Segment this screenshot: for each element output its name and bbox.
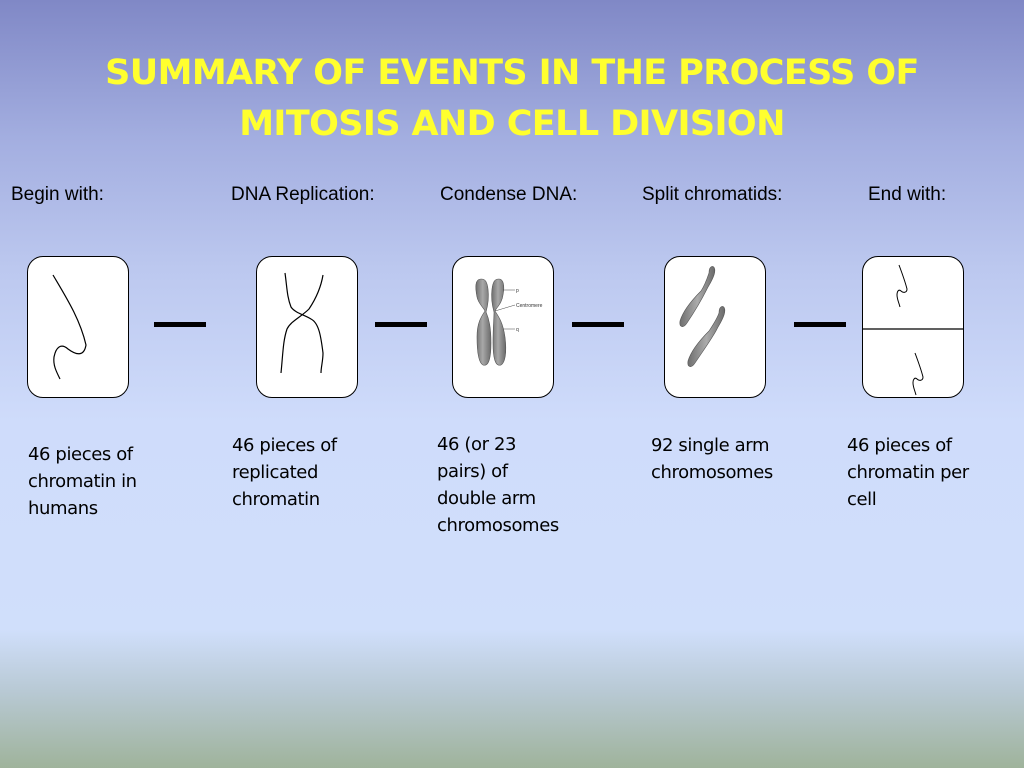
description-line: 46 pieces of	[232, 435, 337, 456]
description-line: 92 single arm	[651, 435, 770, 456]
description-split-chromatids: 92 single arm chromosomes	[651, 432, 773, 486]
arrow-dash-4	[794, 322, 846, 327]
description-line: double arm	[437, 488, 536, 509]
description-line: humans	[28, 498, 98, 519]
slide-title: SUMMARY OF EVENTS IN THE PROCESS OF MITO…	[60, 48, 964, 150]
description-line: chromosomes	[437, 515, 559, 536]
description-line: chromatin in	[28, 471, 137, 492]
cell-card-split-chromatids	[664, 256, 766, 398]
chromatin-strand-drawing	[52, 274, 87, 380]
step-label-condense-dna: Condense DNA:	[440, 184, 578, 205]
description-end: 46 pieces of chromatin per cell	[847, 432, 969, 513]
title-line-2: MITOSIS AND CELL DIVISION	[239, 104, 785, 144]
arrow-dash-3	[572, 322, 624, 327]
replicated-chromatin-drawing	[280, 272, 324, 374]
description-dna-replication: 46 pieces of replicated chromatin	[232, 432, 337, 513]
cell-card-condense-dna: p Centromere q	[452, 256, 554, 398]
description-line: chromatin per	[847, 462, 969, 483]
step-label-begin: Begin with:	[11, 184, 104, 205]
description-line: chromosomes	[651, 462, 773, 483]
description-line: 46 pieces of	[847, 435, 952, 456]
chromosome-label-q: q	[516, 327, 519, 333]
step-label-end: End with:	[868, 184, 947, 205]
description-condense-dna: 46 (or 23 pairs) of double arm chromosom…	[437, 431, 559, 539]
arrow-dash-2	[375, 322, 427, 327]
description-begin: 46 pieces of chromatin in humans	[28, 441, 137, 522]
description-line: pairs) of	[437, 461, 508, 482]
double-arm-chromosome-drawing: p Centromere q	[475, 278, 543, 366]
divided-cell-drawing	[863, 264, 963, 396]
arrow-dash-1	[154, 322, 206, 327]
cell-card-end	[862, 256, 964, 398]
description-line: replicated	[232, 462, 318, 483]
cell-card-dna-replication	[256, 256, 358, 398]
split-chromatids-drawing	[679, 266, 726, 367]
description-line: 46 pieces of	[28, 444, 133, 465]
description-line: cell	[847, 489, 877, 510]
step-label-dna-replication: DNA Replication:	[231, 184, 375, 205]
description-line: chromatin	[232, 489, 320, 510]
chromosome-label-p: p	[516, 288, 519, 294]
step-label-split-chromatids: Split chromatids:	[642, 184, 783, 205]
chromosome-label-centromere: Centromere	[516, 303, 543, 309]
description-line: 46 (or 23	[437, 434, 517, 455]
cell-card-begin	[27, 256, 129, 398]
title-line-1: SUMMARY OF EVENTS IN THE PROCESS OF	[105, 53, 919, 93]
